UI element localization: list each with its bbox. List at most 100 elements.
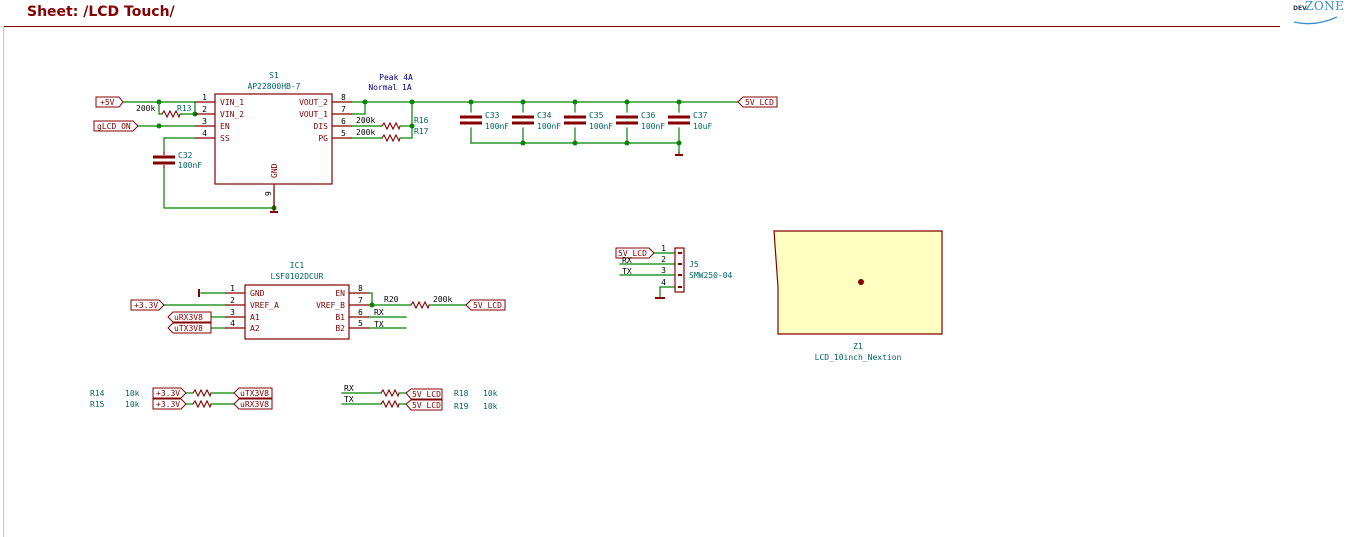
c34-ref: C34 [537,111,552,120]
r18-ref: R18 [454,389,469,398]
s1-pinnum-6: 6 [341,117,346,126]
label-5v-lcd-ic1: 5V_LCD [465,299,506,311]
ic1-pin-a1: A1 [250,313,260,322]
resistor-r16: 200k R16 [356,116,429,131]
r17-ref: R17 [414,127,429,136]
net-tx-ic1: TX [374,320,384,329]
label-plus5v: +5V [95,96,124,108]
r13-ref: R13 [177,104,192,113]
label-plus3v3-ic1: +3.3V [130,299,165,311]
label-5v-lcd-r19: 5V_LCD [405,399,443,411]
label-urx3v8-r15-text: uRX3V8 [240,400,269,409]
label-glcd-on: gLCD_ON [93,120,139,132]
capacitor-c35: C35 100nF [564,111,613,131]
ic1-pinnum-1: 1 [230,284,235,293]
resistor-r20: R20 200k [384,295,452,310]
ic1-pinnum-8: 8 [358,284,363,293]
capacitor-c37: C37 10uF [668,111,712,131]
label-plus5v-text: +5V [100,98,115,107]
c32-value: 100nF [178,161,202,170]
capacitor-c32: C32 100nF [153,151,202,170]
resistor-r18: R18 10k [380,388,498,398]
ic1-pinnum-3: 3 [230,308,235,317]
ic1-value: LSF0102DCUR [271,272,324,281]
label-5v-lcd-r18-text: 5V_LCD [412,390,441,399]
resistor-r13: 200k R13 [136,104,192,119]
s1-pin-gnd: GND [270,163,279,178]
label-plus3v3-ic1-text: +3.3V [134,301,158,310]
capacitor-c34: C34 100nF [512,111,561,131]
net-tx-j5: TX [622,267,632,276]
peak-note-line2: Normal 1A [368,83,412,92]
s1-regulator: S1 AP22800HB-7 VIN_1 VIN_2 EN SS VOUT_2 … [195,71,352,208]
net-rx-r18: RX [344,384,354,393]
ic1-pin-gnd: GND [250,289,265,298]
label-utx3v8-r14-text: uTX3V8 [240,389,269,398]
c37-value: 10uF [693,122,712,131]
ic1-pin-b1: B1 [335,313,345,322]
s1-pin-vin1: VIN_1 [220,98,244,107]
label-utx3v8-ic1: uTX3V8 [167,322,212,334]
r13-value: 200k [136,104,155,113]
s1-pin-en: EN [220,122,230,131]
resistor-r19: R19 10k [380,399,498,411]
wires [122,101,739,405]
z1-value: LCD_10inch_Nextion [815,353,902,362]
c32-ref: C32 [178,151,193,160]
s1-value: AP22800HB-7 [248,82,301,91]
j5-pinnum-2: 2 [661,255,666,264]
label-urx3v8-r15: uRX3V8 [233,398,273,410]
r19-value: 10k [483,402,498,411]
ic1-pinnum-2: 2 [230,296,235,305]
label-5v-lcd-ic1-text: 5V_LCD [473,301,502,310]
s1-pinnum-3: 3 [202,117,207,126]
label-utx3v8-ic1-text: uTX3V8 [174,324,203,333]
junctions [156,99,682,308]
label-plus3v3-r14: +3.3V [152,387,187,399]
z1-ref: Z1 [853,342,863,351]
c33-ref: C33 [485,111,500,120]
resistor-r15: R15 10k [90,399,212,409]
net-rx-j5: RX [622,256,632,265]
ic1-pinnum-4: 4 [230,319,235,328]
net-rx-ic1: RX [374,308,384,317]
s1-pinnum-9: 9 [264,191,273,196]
capacitor-c36: C36 100nF [616,111,665,131]
j5-pinnum-4: 4 [661,278,666,287]
j5-value: SMW250-04 [689,271,733,280]
label-utx3v8-r14: uTX3V8 [233,387,273,399]
r14-value: 10k [125,389,140,398]
r17-value: 200k [356,128,375,137]
label-urx3v8-ic1-text: uRX3V8 [174,313,203,322]
label-5v-lcd-j5: 5V_LCD [615,247,655,259]
ic1-pin-en: EN [335,289,345,298]
header-divider [3,26,1280,27]
r16-value: 200k [356,116,375,125]
s1-pinnum-1: 1 [202,93,207,102]
c36-value: 100nF [641,122,665,131]
ic1-pinnum-6: 6 [358,308,363,317]
s1-pin-dis: DIS [314,122,329,131]
label-plus3v3-r14-text: +3.3V [156,389,180,398]
r20-ref: R20 [384,295,399,304]
s1-pin-vout2: VOUT_2 [299,98,328,107]
capacitor-c33: C33 100nF [460,111,509,131]
s1-ref: S1 [269,71,279,80]
c34-value: 100nF [537,122,561,131]
c33-value: 100nF [485,122,509,131]
j5-ref: J5 [689,260,699,269]
resistor-r14: R14 10k [90,388,212,398]
r15-value: 10k [125,400,140,409]
ic1-ref: IC1 [290,261,305,270]
s1-pin-ss: SS [220,134,230,143]
logo-main: ZONE [1305,0,1345,13]
c35-ref: C35 [589,111,604,120]
c35-value: 100nF [589,122,613,131]
r14-ref: R14 [90,389,105,398]
devzone-logo: DEV ZONE [1289,0,1344,26]
s1-pinnum-5: 5 [341,129,346,138]
c37-ref: C37 [693,111,708,120]
s1-pinnum-7: 7 [341,105,346,114]
s1-pin-vout1: VOUT_1 [299,110,328,119]
